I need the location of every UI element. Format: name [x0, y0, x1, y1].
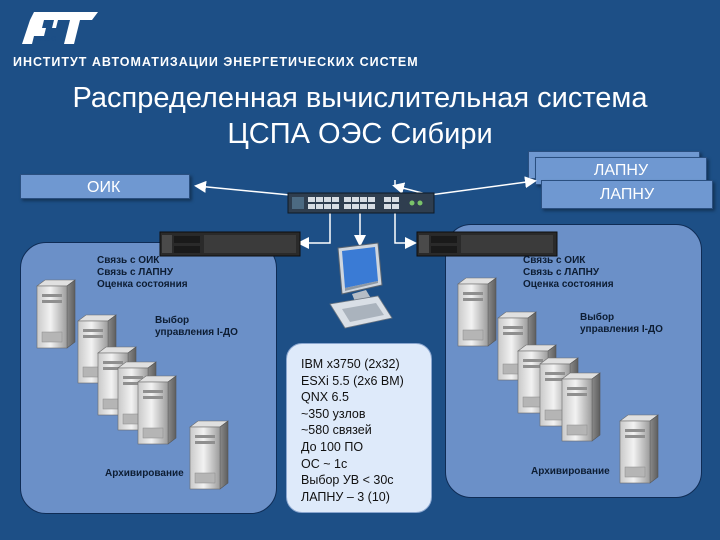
right-state-estimation: Оценка состояния	[523, 279, 614, 290]
right-select-line-1: Выбор	[580, 312, 615, 323]
left-link-oik: Связь с ОИК	[97, 255, 160, 266]
left-cluster-tasks: Связь с ОИК Связь с ЛАПНУ Оценка состоян…	[97, 255, 188, 291]
left-select-line-2: управления I-ДО	[155, 327, 238, 338]
left-select-line-1: Выбор	[155, 315, 190, 326]
institute-name: ИНСТИТУТ АВТОМАТИЗАЦИИ ЭНЕРГЕТИЧЕСКИХ СИ…	[13, 55, 419, 69]
network-switch-icon	[287, 192, 435, 214]
right-link-oik: Связь с ОИК	[523, 255, 586, 266]
oik-node: ОИК	[20, 174, 190, 199]
spec-line: QNX 6.5	[301, 390, 349, 405]
monitor-icon	[329, 242, 393, 329]
tower-server-icon	[619, 414, 659, 484]
left-towers	[36, 279, 229, 490]
title-line-1: Распределенная вычислительная система	[72, 82, 648, 114]
logo-text: ИАЭС	[36, 36, 56, 43]
logo-icon: ИАЭС	[20, 10, 104, 46]
tower-server-icon	[36, 279, 76, 349]
tower-server-icon	[189, 420, 229, 490]
spec-line: ЛАПНУ – 3 (10)	[301, 489, 390, 504]
right-towers	[457, 277, 659, 484]
left-state-estimation: Оценка состояния	[97, 279, 188, 290]
spec-line: До 100 ПО	[301, 439, 364, 454]
left-archive-label: Архивирование	[105, 468, 184, 479]
tower-server-icon	[137, 375, 177, 445]
title-line-2: ЦСПА ОЭС Сибири	[227, 118, 493, 150]
tower-server-icon	[561, 372, 601, 442]
tower-server-icon	[457, 277, 497, 347]
right-select-control: Выбор управления I-ДО	[580, 312, 663, 336]
page-title: Распределенная вычислительная система ЦС…	[20, 80, 700, 152]
spec-line: ~350 узлов	[301, 406, 366, 421]
lapnu-node-front: ЛАПНУ	[541, 180, 713, 209]
spec-line: ESXi 5.5 (2x6 ВМ)	[301, 373, 404, 388]
rack-server-icon	[416, 231, 558, 257]
arrow-to-left-server	[297, 212, 331, 249]
spec-line: ОС ~ 1с	[301, 456, 348, 471]
connection-arrows	[194, 176, 537, 249]
arrow-to-right-server	[394, 212, 417, 249]
rack-server-icon	[159, 231, 301, 257]
left-select-control: Выбор управления I-ДО	[155, 315, 238, 339]
right-cluster-tasks: Связь с ОИК Связь с ЛАПНУ Оценка состоян…	[523, 255, 614, 291]
right-link-lapnu: Связь с ЛАПНУ	[523, 267, 600, 278]
arrow-to-lapnu	[429, 176, 537, 196]
spec-line: Выбор УВ < 30с	[301, 473, 394, 488]
system-specs-box: IBM x3750 (2x32) ESXi 5.5 (2x6 ВМ) QNX 6…	[286, 343, 432, 513]
spec-line: IBM x3750 (2x32)	[301, 357, 400, 371]
right-archive-label: Архивирование	[531, 466, 610, 477]
left-link-lapnu: Связь с ЛАПНУ	[97, 267, 174, 278]
spec-line: ~580 связей	[301, 423, 372, 438]
right-select-line-2: управления I-ДО	[580, 324, 663, 335]
arrow-to-oik	[194, 180, 291, 196]
